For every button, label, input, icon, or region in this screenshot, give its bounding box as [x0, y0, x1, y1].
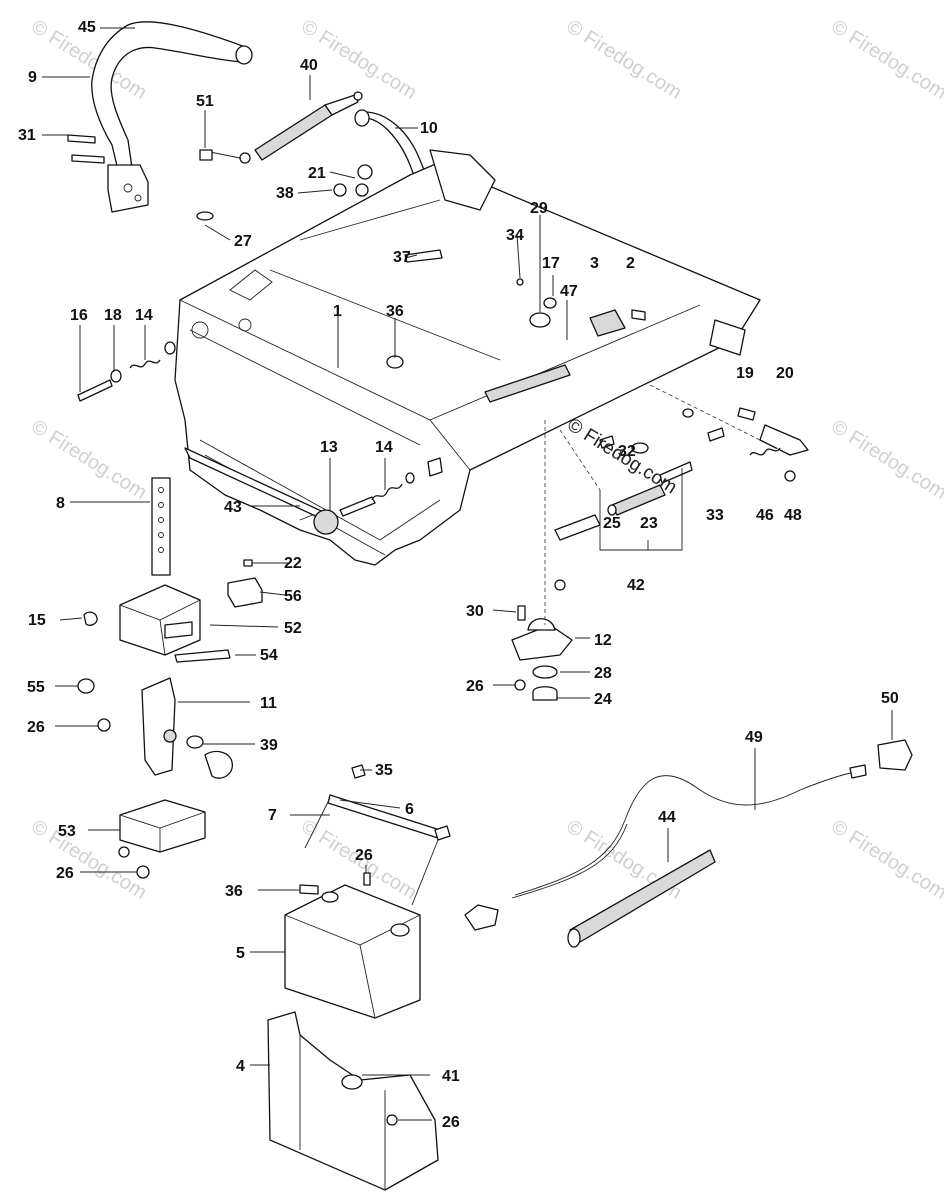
- battery-hold-down: [304, 764, 451, 906]
- tube-44: [567, 849, 716, 948]
- callout-label-12: 12: [594, 632, 612, 649]
- frame-hardware: [196, 149, 646, 403]
- callout-label-22: 22: [284, 555, 302, 572]
- callout-label-10: 10: [420, 120, 438, 137]
- callout-label-13: 13: [320, 439, 338, 456]
- gas-strut: [209, 91, 363, 164]
- bracket-52: [119, 584, 201, 656]
- seat-bracket-8: [151, 477, 171, 576]
- callout-label-26a: 26: [27, 719, 45, 736]
- callout-label-47: 47: [560, 283, 578, 300]
- callout-label-14b: 14: [375, 439, 393, 456]
- cable-49: [464, 739, 913, 931]
- callout-label-53: 53: [58, 823, 76, 840]
- watermark-text: © Firedog.com: [27, 416, 150, 504]
- callout-label-31: 31: [18, 127, 36, 144]
- callout-label-17: 17: [542, 255, 560, 272]
- main-frame: [174, 149, 761, 566]
- callout-label-5: 5: [236, 945, 245, 962]
- callout-label-56: 56: [284, 588, 302, 605]
- callout-label-6: 6: [405, 801, 414, 818]
- callout-label-24: 24: [594, 691, 612, 708]
- center-watermark: © Firedog.com: [563, 414, 680, 498]
- callout-label-27: 27: [234, 233, 252, 250]
- callout-label-20: 20: [776, 365, 794, 382]
- callout-label-4: 4: [236, 1058, 245, 1075]
- watermark-text: © Firedog.com: [827, 16, 944, 104]
- mount-53: [118, 799, 206, 879]
- callout-label-35: 35: [375, 762, 393, 779]
- callout-label-23: 23: [640, 515, 658, 532]
- callout-label-26d: 26: [56, 865, 74, 882]
- callout-label-41: 41: [442, 1068, 460, 1085]
- callout-label-43: 43: [224, 499, 242, 516]
- callout-label-40: 40: [300, 57, 318, 74]
- callout-label-18: 18: [104, 307, 122, 324]
- callout-label-26e: 26: [442, 1114, 460, 1131]
- callout-label-52: 52: [284, 620, 302, 637]
- callout-label-44: 44: [658, 809, 676, 826]
- callout-label-45: 45: [78, 19, 96, 36]
- linkage-42: [554, 429, 693, 551]
- watermark-text: © Firedog.com: [562, 16, 685, 104]
- callout-label-26b: 26: [466, 678, 484, 695]
- block-56: [227, 559, 263, 608]
- callout-label-38: 38: [276, 185, 294, 202]
- callout-label-19: 19: [736, 365, 754, 382]
- watermark-text: © Firedog.com: [827, 816, 944, 904]
- callout-label-34: 34: [506, 227, 524, 244]
- leader-lines: [42, 27, 893, 1121]
- battery-tray-4: [267, 1011, 439, 1191]
- callout-label-39: 39: [260, 737, 278, 754]
- callout-label-9: 9: [28, 69, 37, 86]
- bolt-spring-left: [77, 341, 176, 402]
- callout-label-46: 46: [756, 507, 774, 524]
- callout-label-55: 55: [27, 679, 45, 696]
- callout-label-3: 3: [590, 255, 599, 272]
- callout-label-25: 25: [603, 515, 621, 532]
- callout-label-42: 42: [627, 577, 645, 594]
- callout-label-21: 21: [308, 165, 326, 182]
- spring-arm: [649, 384, 809, 482]
- callout-label-54: 54: [260, 647, 278, 664]
- callout-label-28: 28: [594, 665, 612, 682]
- callout-label-32: 32: [618, 443, 636, 460]
- bracket-11: [77, 611, 233, 779]
- callout-label-29: 29: [530, 200, 548, 217]
- callout-label-15: 15: [28, 612, 46, 629]
- battery-5: [284, 872, 421, 1019]
- callout-label-2: 2: [626, 255, 635, 272]
- callout-label-8: 8: [56, 495, 65, 512]
- isolator-12: [511, 420, 573, 701]
- callout-label-16: 16: [70, 307, 88, 324]
- callout-label-14: 14: [135, 307, 153, 324]
- callout-label-30: 30: [466, 603, 484, 620]
- callout-label-36b: 36: [225, 883, 243, 900]
- handle-bar-left: [67, 21, 253, 213]
- callout-label-48: 48: [784, 507, 802, 524]
- callout-label-51: 51: [196, 93, 214, 110]
- callout-label-49: 49: [745, 729, 763, 746]
- callout-label-33: 33: [706, 507, 724, 524]
- callout-label-1: 1: [333, 303, 342, 320]
- callout-label-26c: 26: [355, 847, 373, 864]
- callout-label-37: 37: [393, 249, 411, 266]
- callout-label-11: 11: [260, 695, 277, 712]
- watermark-text: © Firedog.com: [827, 416, 944, 504]
- callout-label-7: 7: [268, 807, 277, 824]
- callout-label-50: 50: [881, 690, 899, 707]
- callout-label-36: 36: [386, 303, 404, 320]
